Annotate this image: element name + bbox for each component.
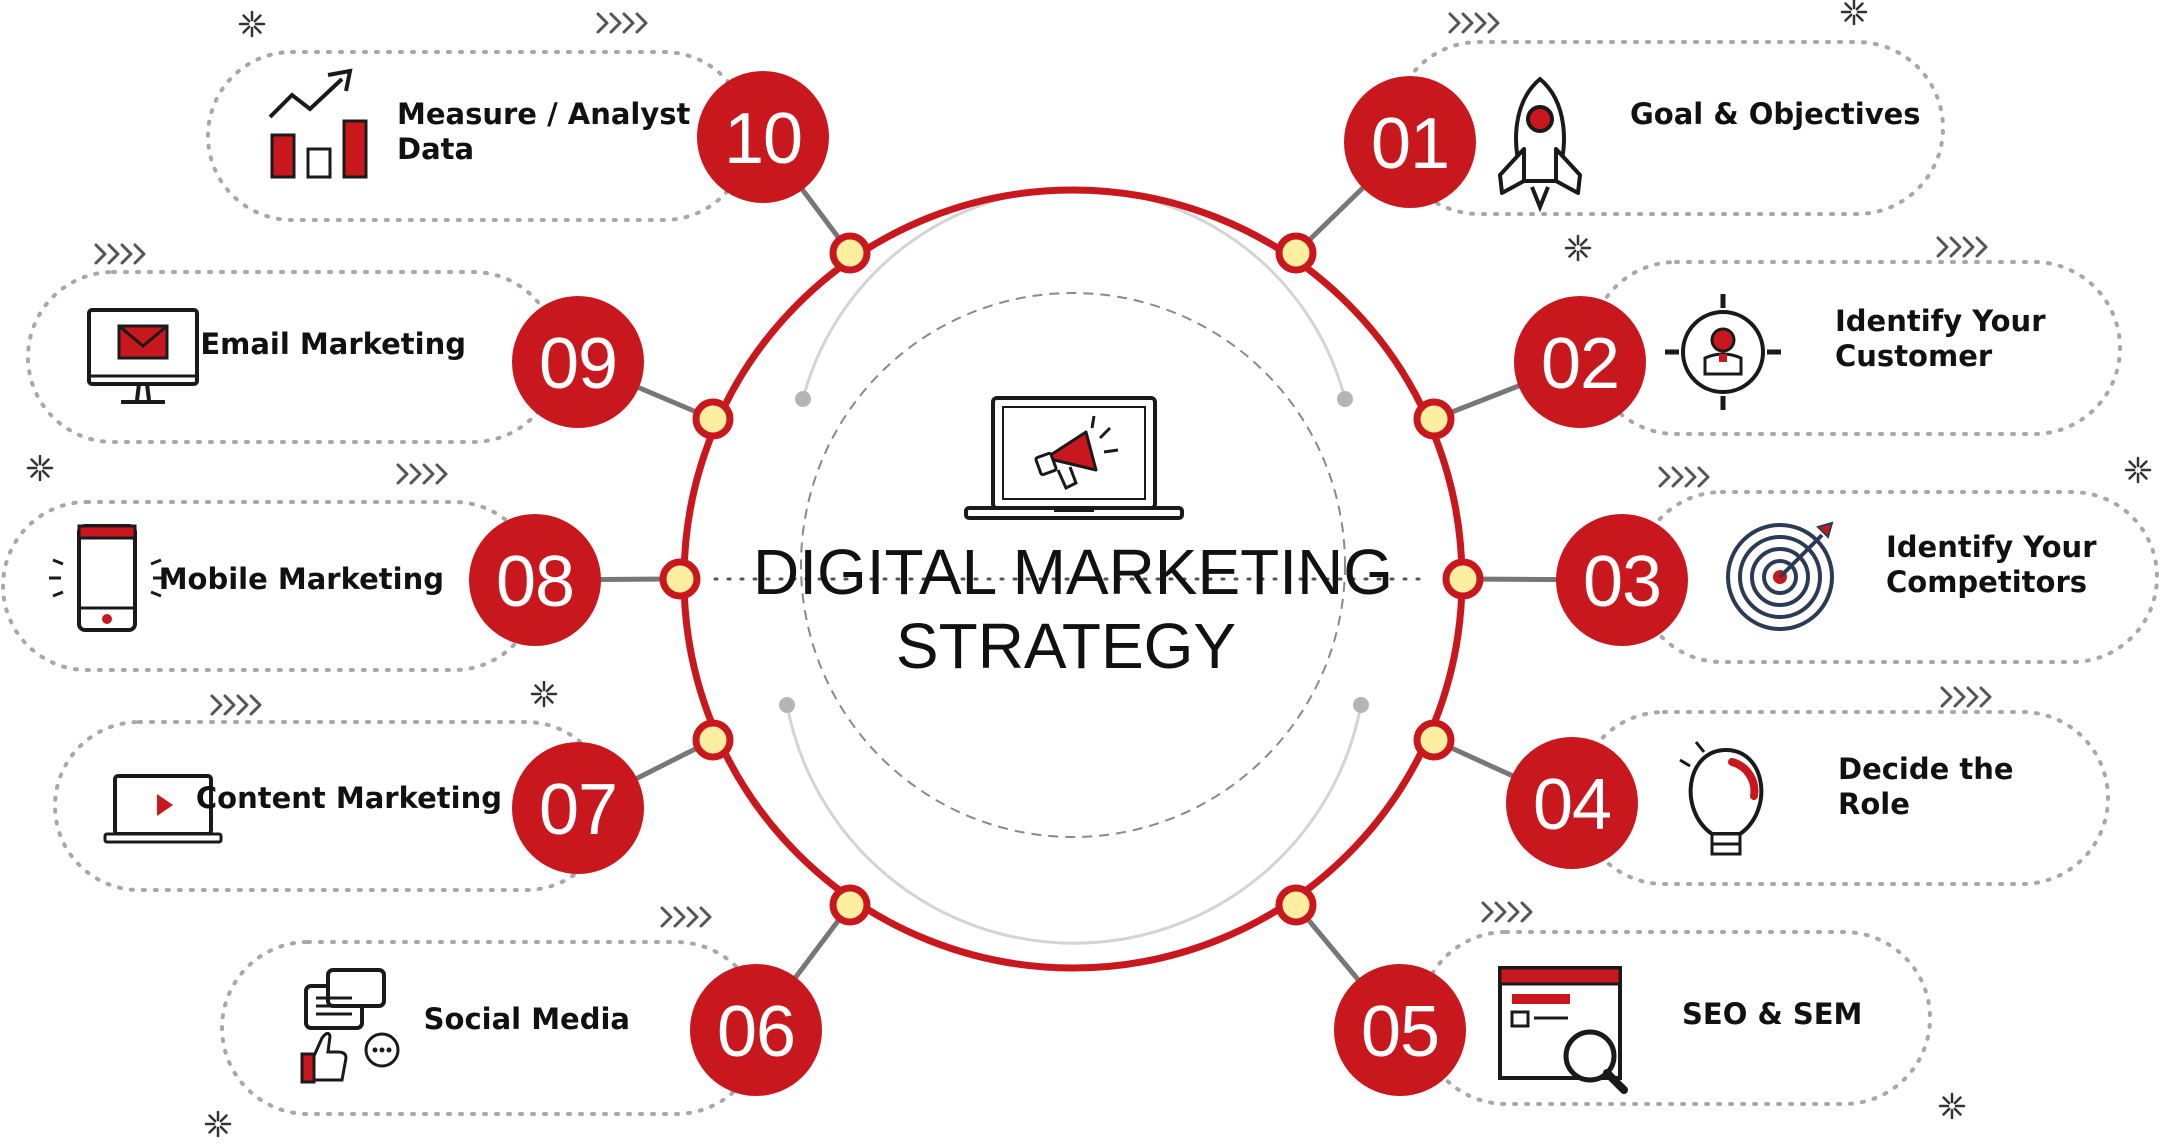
chevrons-decoration [1658,466,1710,488]
step-badge-4 [1506,737,1638,869]
sparkle-decoration [2124,456,2152,484]
ring-node-3 [1442,558,1484,600]
title-line-2: STRATEGY [896,610,1236,682]
step-label-1: Goal & Objectives [1630,97,1921,131]
ring-node-1 [1275,232,1317,274]
step-capsule-3 [1635,490,2159,664]
laptop-megaphone-icon [964,396,1184,520]
bar-chart-growth-icon [268,68,368,179]
step-capsule-2 [1588,260,2122,436]
arc-dot [1337,391,1353,407]
step-label-8: Mobile Marketing [159,562,444,596]
chevrons-decoration [210,694,262,716]
ring-node-4 [1413,719,1455,761]
step-number-3: 03 [1583,542,1661,622]
step-number-7: 07 [539,770,617,850]
sparkle-decoration [1938,1092,1966,1120]
step-label-7: Content Marketing [196,781,502,815]
step-badge-2 [1514,296,1646,428]
browser-search-icon [1498,966,1628,1094]
step-label-5: SEO & SEM [1682,997,1862,1031]
title-line-1: DIGITAL MARKETING [753,536,1393,608]
ring-node-9 [692,398,734,440]
arc-dot [795,391,811,407]
ring-node-8 [659,558,701,600]
step-label-6: Social Media [424,1002,630,1036]
step-badge-1 [1344,76,1476,208]
badge-layer: 01 02 03 04 05 06 07 08 09 10 [469,71,1688,1096]
sparkle-decoration [1564,234,1592,262]
step-number-6: 06 [717,992,795,1072]
chevrons-decoration [94,243,146,265]
sparkle-decoration [1840,0,1868,26]
target-person-icon [1665,294,1781,410]
step-badge-7 [512,742,644,874]
chevrons-decoration [596,12,648,34]
arc-dot [1353,697,1369,713]
dartboard-icon [1726,521,1834,631]
decoration-layer [26,0,2152,1138]
step-badge-9 [512,296,644,428]
step-badge-10 [697,71,829,203]
chevrons-decoration [1940,686,1992,708]
step-number-8: 08 [496,542,574,622]
chevrons-decoration [1936,236,1988,258]
step-number-2: 02 [1541,324,1619,404]
inner-arc-bottom [785,704,1363,945]
ring-node-7 [692,719,734,761]
step-number-1: 01 [1371,104,1449,184]
step-badge-6 [690,964,822,1096]
step-label-9: Email Marketing [200,327,466,361]
chevrons-decoration [1481,901,1533,923]
step-capsule-8 [1,500,540,672]
ring-node-2 [1413,398,1455,440]
chevrons-decoration [396,463,448,485]
step-number-10: 10 [724,99,802,179]
ring-node-6 [829,884,871,926]
chat-like-icon [300,968,400,1084]
monitor-mail-icon [87,308,199,404]
step-number-9: 09 [539,324,617,404]
smartphone-icon [49,524,165,632]
laptop-play-icon [103,774,223,844]
ring-node-5 [1275,884,1317,926]
sparkle-decoration [238,10,266,38]
step-capsule-4 [1576,710,2110,886]
rocket-icon [1498,77,1582,213]
inner-arc-top [801,188,1347,400]
sparkle-decoration [530,680,558,708]
step-number-4: 04 [1533,765,1611,845]
ring-node-10 [829,232,871,274]
center-layer: DIGITAL MARKETING STRATEGY [680,186,1466,972]
step-number-5: 05 [1361,992,1439,1072]
sparkle-decoration [26,454,54,482]
arc-dot [779,697,795,713]
chevrons-decoration [1448,12,1500,34]
step-badge-5 [1334,964,1466,1096]
inner-dashed-ring [800,292,1346,838]
sparkle-decoration [204,1110,232,1138]
step-badge-8 [469,514,601,646]
lightbulb-icon [1679,741,1764,856]
step-badge-3 [1556,514,1688,646]
chevrons-decoration [660,906,712,928]
